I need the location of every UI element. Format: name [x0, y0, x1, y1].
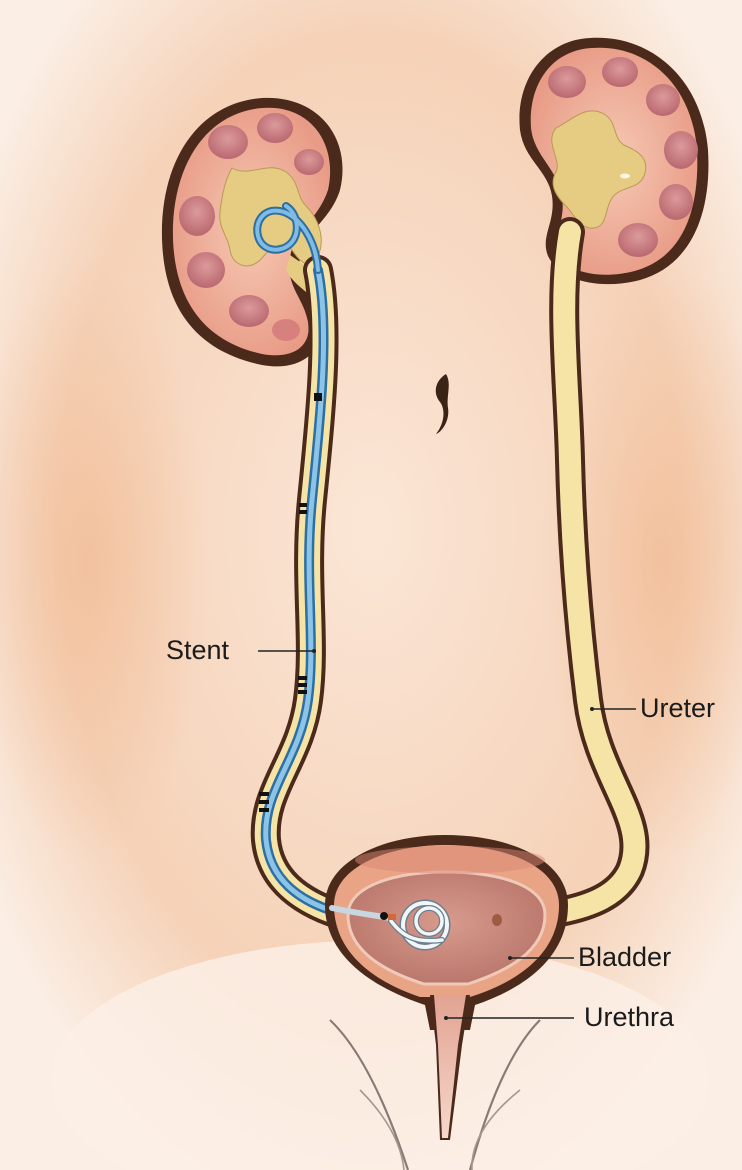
label-stent: Stent — [166, 637, 229, 664]
label-ureter: Ureter — [640, 695, 715, 722]
label-urethra: Urethra — [584, 1004, 674, 1031]
label-bladder: Bladder — [578, 944, 671, 971]
